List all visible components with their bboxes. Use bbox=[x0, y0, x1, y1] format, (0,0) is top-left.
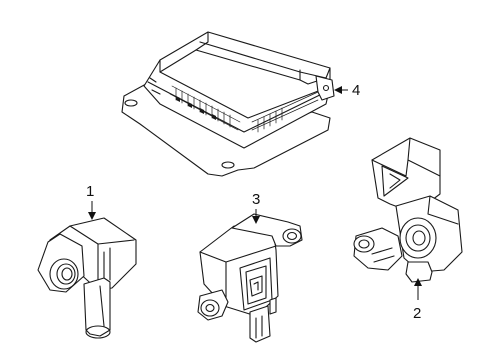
leader-arrow-3 bbox=[252, 216, 260, 224]
impact-sensor-part-3 bbox=[197, 213, 303, 343]
leader-arrow-1 bbox=[88, 212, 96, 220]
callout-2: 2 bbox=[413, 278, 422, 322]
callout-3: 3 bbox=[252, 191, 260, 224]
leader-arrow-2 bbox=[414, 278, 422, 286]
impact-sensor-part-1 bbox=[37, 217, 137, 339]
impact-sensor-part-2 bbox=[353, 137, 463, 283]
leader-arrow-4 bbox=[334, 86, 342, 94]
callout-label-2: 2 bbox=[413, 305, 421, 322]
callout-label-1: 1 bbox=[86, 183, 94, 200]
callout-4: 4 bbox=[334, 82, 360, 99]
control-module-part-4 bbox=[121, 31, 335, 177]
callout-1: 1 bbox=[86, 183, 96, 220]
callout-label-4: 4 bbox=[352, 82, 360, 99]
callout-label-3: 3 bbox=[252, 191, 260, 208]
